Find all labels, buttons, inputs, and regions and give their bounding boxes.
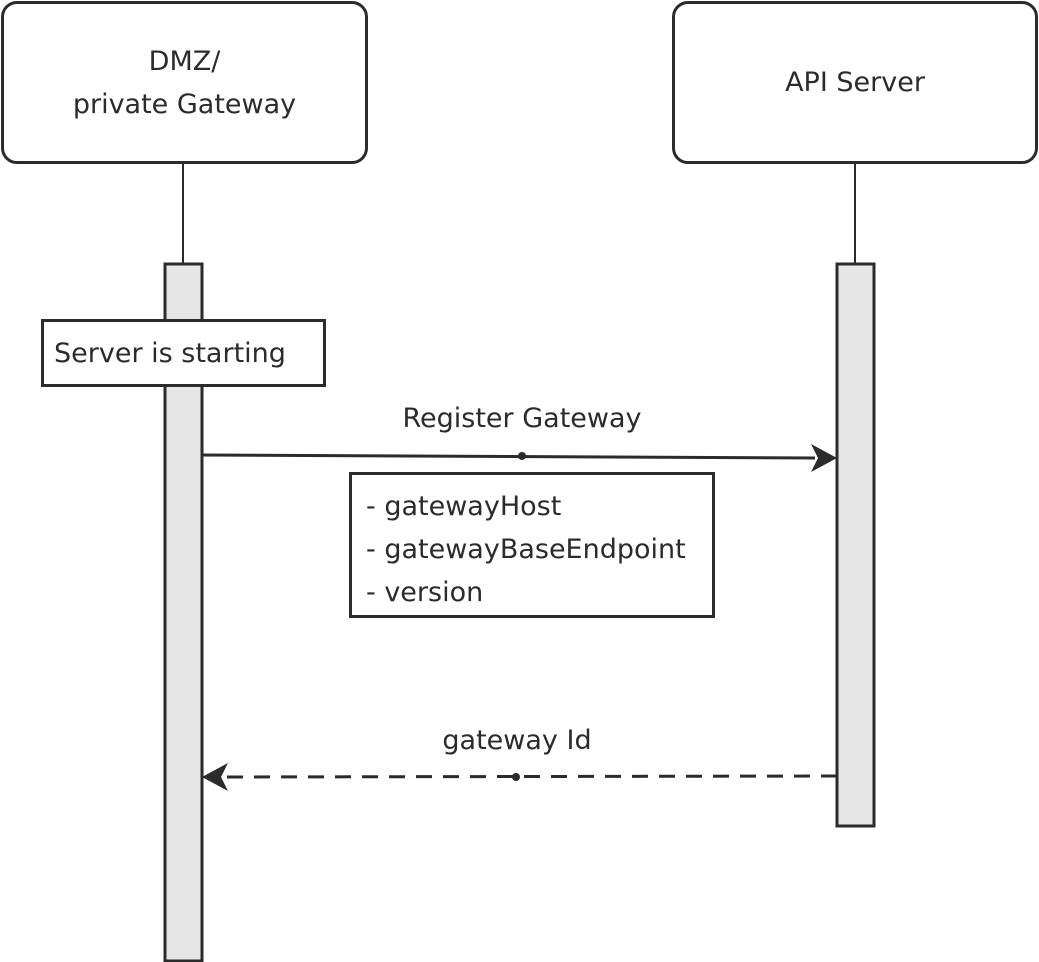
- note-server-starting-text: Server is starting: [54, 337, 286, 369]
- message-register-label: Register Gateway: [402, 403, 642, 434]
- participant-gateway-line1: DMZ/: [148, 45, 221, 77]
- note-param-gateway-host: - gatewayHost: [366, 491, 562, 522]
- participant-gateway: DMZ/ private Gateway: [1, 1, 368, 164]
- note-param-gateway-base-endpoint: - gatewayBaseEndpoint: [366, 534, 686, 565]
- message-gatewayid-line: [223, 774, 838, 779]
- message-register-line: [201, 453, 816, 460]
- activation-bar-api: [835, 262, 876, 828]
- participant-api-server: API Server: [672, 1, 1038, 164]
- message-gatewayid-arrowhead: [202, 763, 228, 791]
- message-register-midpoint: [518, 452, 526, 460]
- message-register-arrowhead: [811, 444, 837, 472]
- message-gatewayid-midpoint: [512, 773, 520, 781]
- note-server-starting: Server is starting: [41, 319, 326, 387]
- participant-api-label: API Server: [785, 67, 925, 98]
- note-param-version: - version: [366, 577, 484, 608]
- participant-gateway-line2: private Gateway: [72, 88, 297, 120]
- message-gatewayid-label: gateway Id: [442, 725, 592, 756]
- note-register-params: - gatewayHost - gatewayBaseEndpoint - ve…: [349, 472, 715, 618]
